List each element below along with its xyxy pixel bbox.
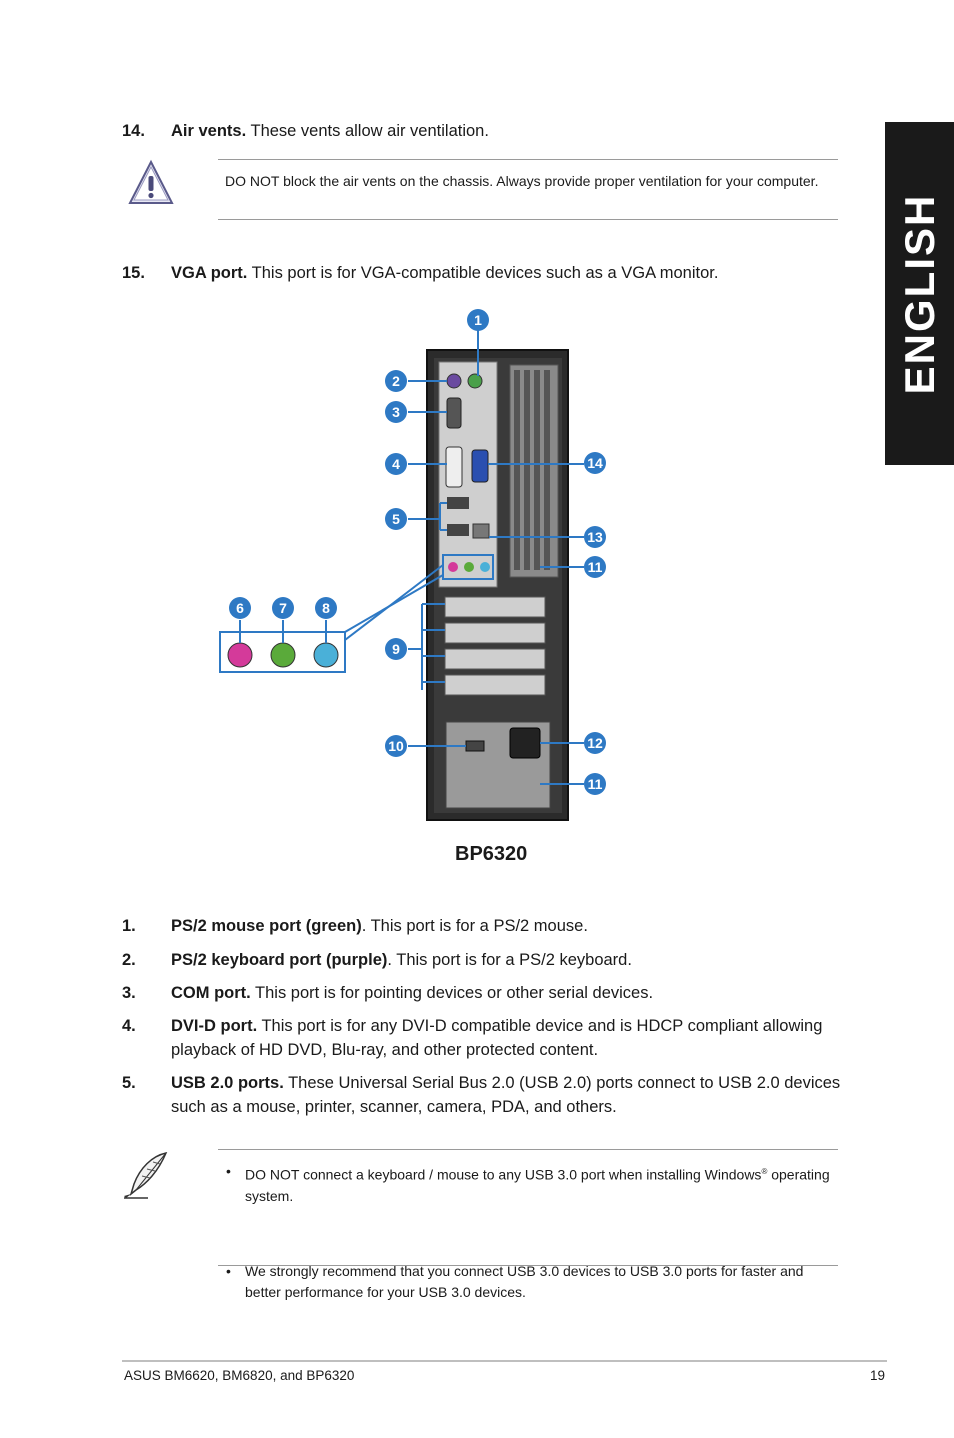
callout-10: 10 (385, 735, 407, 757)
warning-triangle-icon (128, 159, 174, 204)
usb-port-2 (447, 524, 469, 536)
footer-title: ASUS BM6620, BM6820, and BP6320 (124, 1368, 355, 1383)
language-tab-label: ENGLISH (895, 193, 943, 394)
callout-6: 6 (229, 597, 251, 619)
audio-out-jack (464, 562, 474, 572)
ps2-mouse-port (467, 373, 483, 389)
callout-11-upper: 11 (584, 556, 606, 578)
item-text: This port is for VGA-compatible devices … (247, 264, 719, 282)
callout-12: 12 (584, 732, 606, 754)
warning-text: DO NOT block the air vents on the chassi… (225, 173, 819, 189)
note-bullet-2-text: We strongly recommend that you connect U… (245, 1262, 804, 1300)
voltage-switch (465, 740, 485, 752)
note-bullet-1-text: DO NOT connect a keyboard / mouse to any… (245, 1166, 762, 1183)
registered-mark: ® (761, 1167, 768, 1176)
item-text: This port is for pointing devices or oth… (250, 984, 654, 1002)
item-number: 2. (122, 951, 136, 969)
figure-caption: BP6320 (455, 843, 528, 865)
power-connector (509, 727, 541, 759)
zoom-mic-jack (227, 642, 253, 668)
callout-4: 4 (385, 453, 407, 475)
leader-lines (239, 330, 584, 785)
zoom-out-jack (270, 642, 296, 668)
audio-mic-jack (448, 562, 458, 572)
item-number: 15. (122, 264, 145, 282)
audio-highlight (442, 554, 494, 580)
item-number: 3. (122, 984, 136, 1002)
item-term: COM port. (171, 984, 251, 1002)
vga-port (471, 449, 489, 483)
rear-panel-diagram (219, 330, 584, 821)
footer-rule (122, 1360, 887, 1362)
callout-1: 1 (467, 309, 489, 331)
callout-11-lower: 11 (584, 773, 606, 795)
item-term: PS/2 keyboard port (purple) (171, 951, 388, 969)
info-note: DO NOT connect a keyboard / mouse to any… (218, 1149, 838, 1300)
audio-in-jack (480, 562, 490, 572)
note-bullet-1-text-end: operating system. (245, 1166, 830, 1204)
warning-note: DO NOT block the air vents on the chassi… (218, 159, 838, 220)
upper-vent-holes (514, 370, 550, 570)
item-number: 1. (122, 917, 136, 935)
com-port (446, 397, 462, 429)
item-term: Air vents. (171, 122, 247, 140)
note-bullet-2: We strongly recommend that you connect U… (218, 1261, 835, 1303)
item-term: DVI-D port. (171, 1017, 258, 1035)
callout-5: 5 (385, 508, 407, 530)
item-number: 4. (122, 1017, 136, 1035)
callout-7: 7 (272, 597, 294, 619)
feather-pen-icon (124, 1151, 168, 1199)
callout-8: 8 (315, 597, 337, 619)
item-text: These vents allow air ventilation. (246, 122, 489, 140)
callout-9: 9 (385, 638, 407, 660)
page-number: 19 (870, 1368, 886, 1383)
language-tab: ENGLISH (885, 122, 954, 465)
item-number: 5. (122, 1074, 136, 1092)
ps2-keyboard-port (446, 373, 462, 389)
item-number: 14. (122, 122, 145, 140)
item-text: These Universal Serial Bus 2.0 (USB 2.0)… (171, 1074, 841, 1116)
item-text: . This port is for a PS/2 mouse. (361, 917, 588, 935)
item-term: PS/2 mouse port (green) (171, 917, 362, 935)
usb-port-1 (447, 497, 469, 509)
item-term: USB 2.0 ports. (171, 1074, 284, 1092)
callout-3: 3 (385, 401, 407, 423)
zoom-in-jack (313, 642, 339, 668)
note-bullet-1: DO NOT connect a keyboard / mouse to any… (218, 1161, 835, 1207)
dvi-port (445, 446, 463, 488)
expansion-slots (444, 596, 546, 696)
lan-port (472, 523, 490, 539)
callout-13: 13 (584, 526, 606, 548)
callout-2: 2 (385, 370, 407, 392)
item-term: VGA port. (171, 264, 248, 282)
item-text: . This port is for a PS/2 keyboard. (387, 951, 632, 969)
item-text: This port is for any DVI-D compatible de… (171, 1017, 823, 1059)
callout-14: 14 (584, 452, 606, 474)
